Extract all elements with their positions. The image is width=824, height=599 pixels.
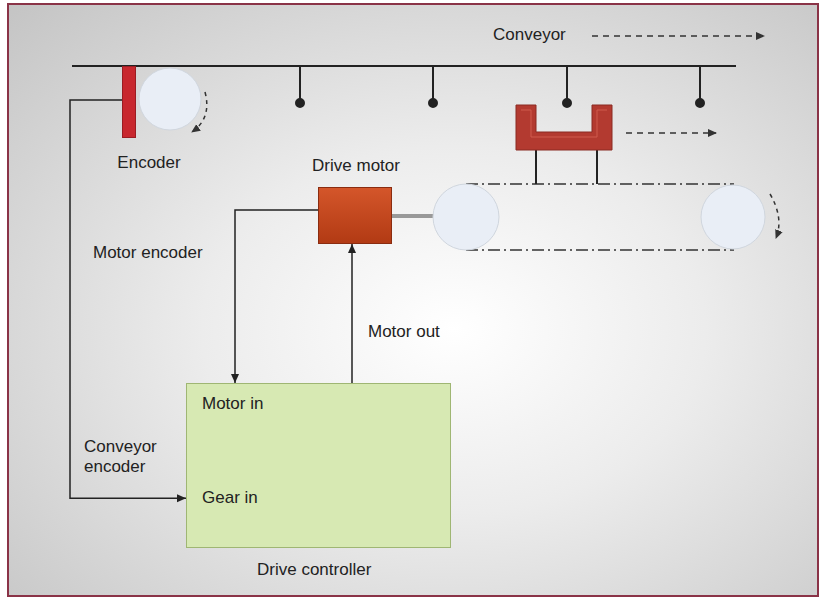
wire-label: Motor encoder — [93, 243, 203, 263]
wire-label: Motor out — [368, 322, 440, 342]
idler-pulley — [701, 185, 765, 249]
belt — [466, 249, 734, 251]
signal-wire — [70, 100, 186, 498]
carrier — [516, 105, 612, 184]
conveyor-rail — [72, 65, 736, 67]
conveyor-label: Conveyor — [493, 25, 566, 45]
drive-pulley — [433, 184, 499, 250]
belt — [466, 183, 734, 185]
controller-label: Drive controller — [257, 560, 371, 580]
encoder-bar: Encoder — [122, 66, 136, 138]
conveyor-hangers — [296, 66, 704, 107]
wire-label: Conveyor encoder — [84, 437, 174, 478]
encoder-label: Encoder — [117, 153, 180, 173]
carrier-arrow — [626, 132, 716, 134]
rotation-arrow — [770, 194, 779, 238]
port-label: Motor in — [202, 394, 263, 414]
port-label: Gear in — [202, 488, 258, 508]
drive-controller: Motor inGear inDrive controller — [186, 383, 451, 548]
signal-wire — [235, 210, 318, 383]
encoder-wheel — [139, 68, 201, 130]
motor-label: Drive motor — [312, 156, 400, 176]
rotation-arrow — [192, 92, 207, 132]
drive-motor: Drive motor — [318, 187, 392, 244]
direction-arrow — [592, 35, 764, 37]
signal-wire — [351, 244, 353, 383]
motor-shaft — [392, 214, 434, 218]
